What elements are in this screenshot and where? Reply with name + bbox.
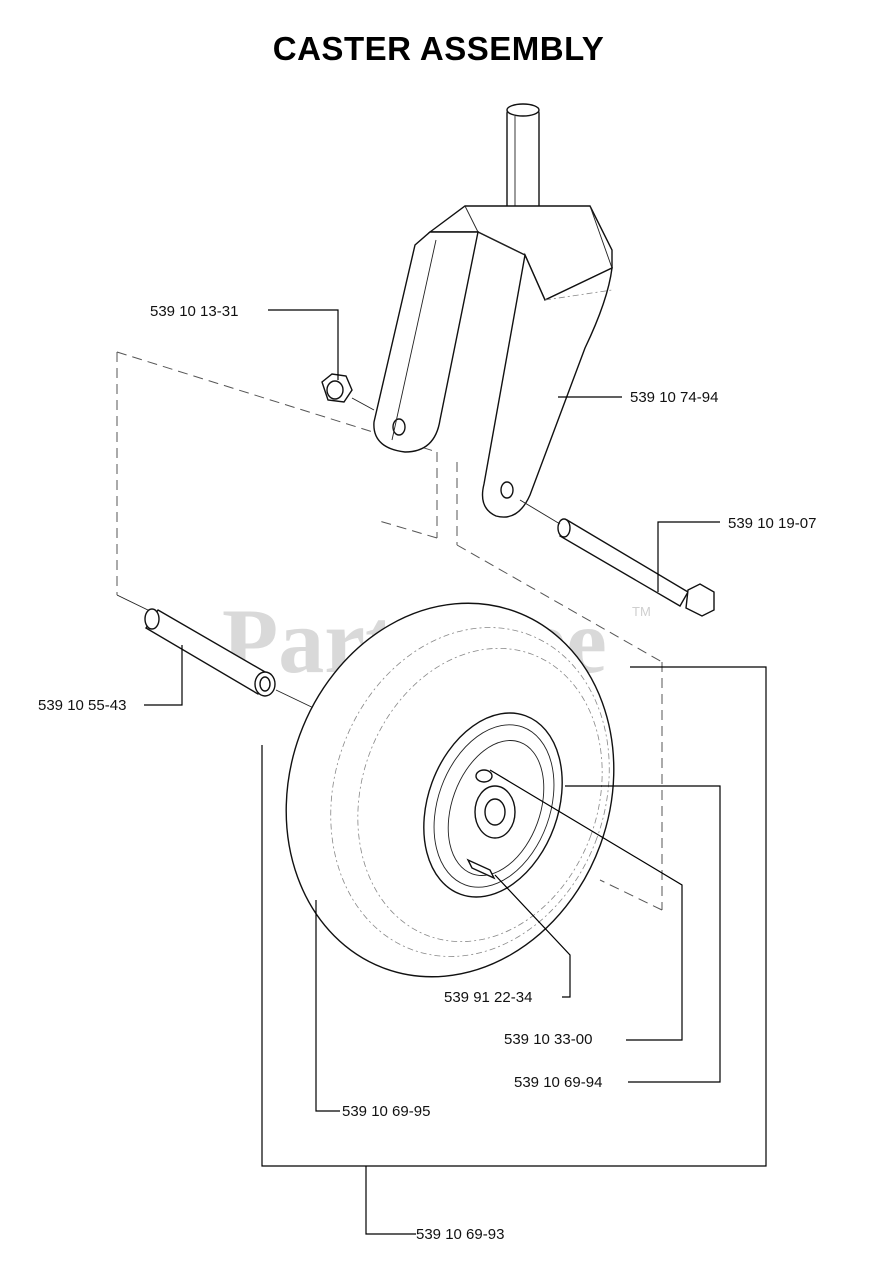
part-number-bearing: 539 10 33-00 bbox=[504, 1031, 592, 1048]
caster-fork bbox=[373, 103, 613, 518]
part-number-spacer: 539 10 55-43 bbox=[38, 697, 126, 714]
watermark-trademark: TM bbox=[632, 604, 651, 619]
leader-lines bbox=[144, 309, 767, 1235]
part-number-grease-fitting: 539 91 22-34 bbox=[444, 989, 532, 1006]
bolt bbox=[519, 499, 715, 617]
part-number-rim: 539 10 69-94 bbox=[514, 1074, 602, 1091]
part-number-nut: 539 10 13-31 bbox=[150, 303, 238, 320]
part-number-fork: 539 10 74-94 bbox=[630, 389, 718, 406]
nut bbox=[321, 373, 375, 411]
part-number-bolt: 539 10 19-07 bbox=[728, 515, 816, 532]
part-number-tire: 539 10 69-95 bbox=[342, 1103, 430, 1120]
diagram-title: CASTER ASSEMBLY bbox=[272, 30, 605, 67]
assembly-guide-right bbox=[456, 462, 663, 911]
spacer-tube bbox=[144, 608, 323, 713]
wheel bbox=[285, 602, 615, 978]
part-number-wheel-assembly: 539 10 69-93 bbox=[416, 1226, 504, 1243]
